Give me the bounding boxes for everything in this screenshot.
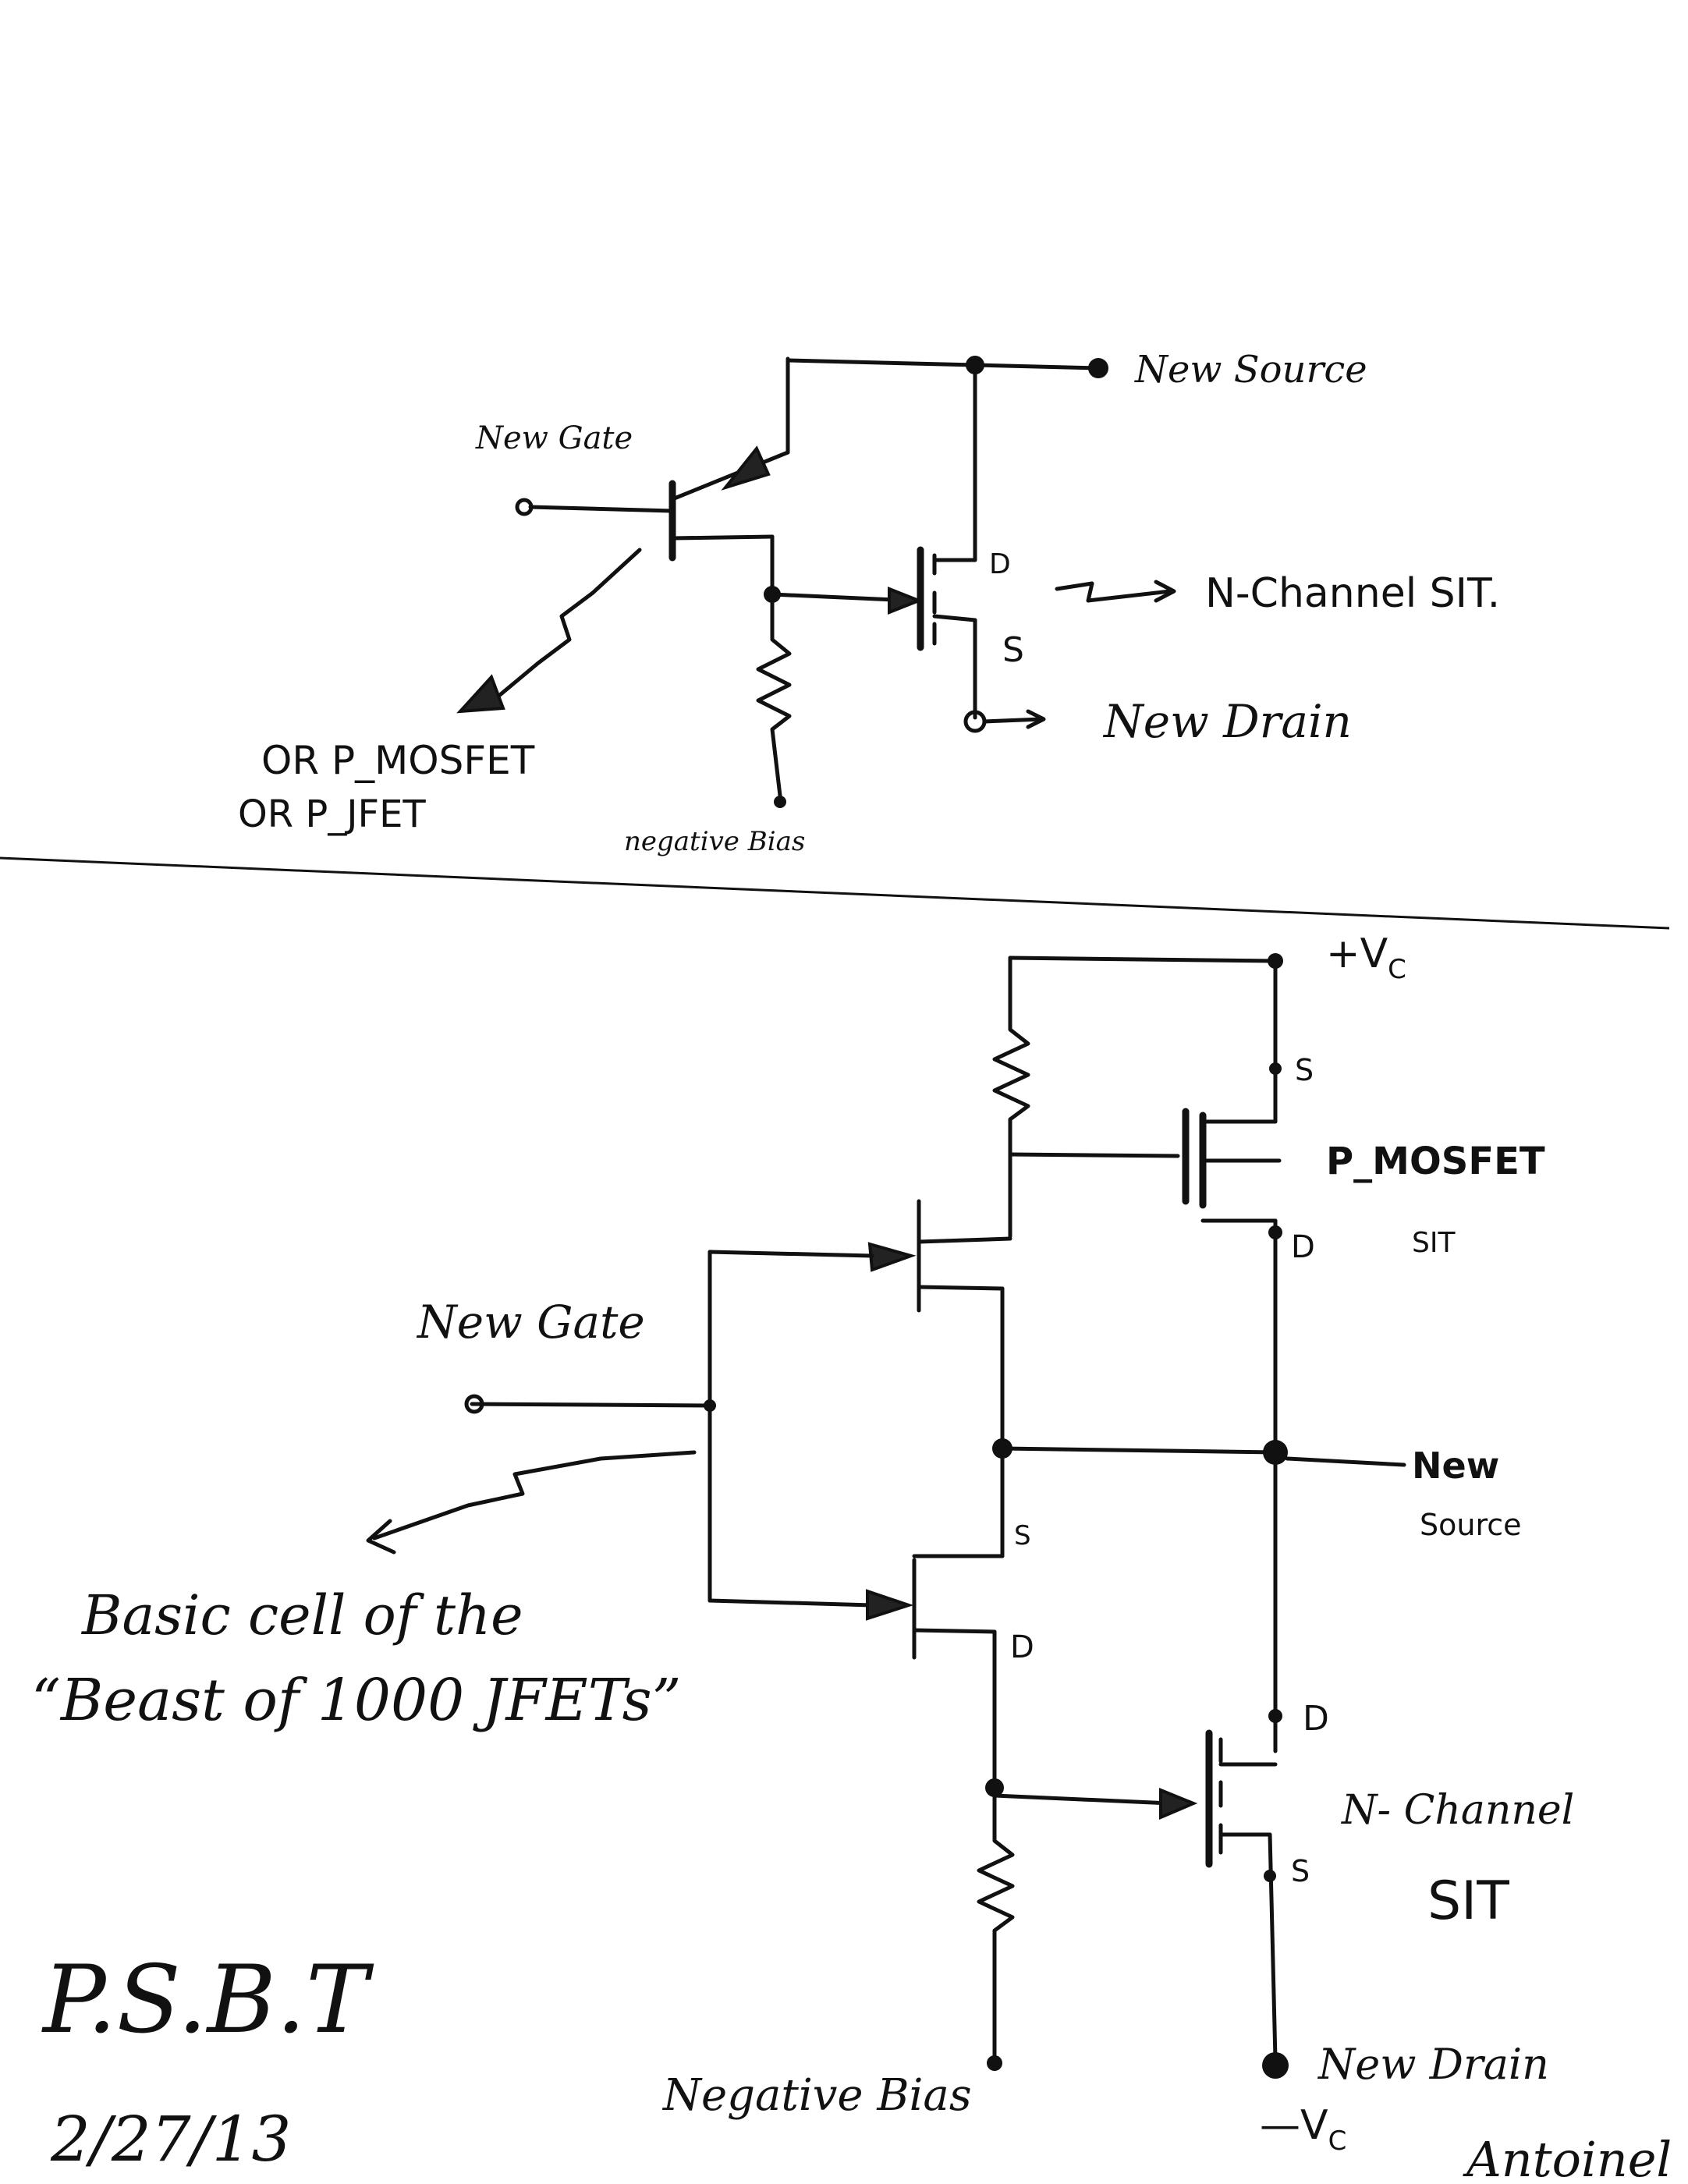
bottom-circuit: +VC S P_MOSFET SIT D New Gate S D New So… bbox=[31, 931, 1574, 2157]
pnp-transistor-symbol bbox=[528, 356, 790, 562]
n-channel-line2: SIT bbox=[1427, 1870, 1509, 1932]
new-source-label-line2: Source bbox=[1420, 1508, 1522, 1542]
sit-source-pin-bottom-label: S bbox=[1291, 1854, 1310, 1888]
caption-line1: Basic cell of the bbox=[80, 1583, 523, 1647]
pmos-drain-pin-label: D bbox=[1291, 1229, 1315, 1265]
upper-resistor bbox=[992, 956, 1030, 1239]
p-mosfet-label: P_MOSFET bbox=[1326, 1140, 1545, 1183]
sit-drain-pin-bottom-label: D bbox=[1303, 1699, 1329, 1739]
new-source-label-line1: New bbox=[1412, 1445, 1499, 1487]
caption-line2: “Beast of 1000 JFETs” bbox=[31, 1667, 681, 1734]
author-signature: Antoinel bbox=[1463, 2131, 1672, 2184]
sit-drain-pin-label: D bbox=[989, 548, 1011, 580]
upper-jfet-source-pin-label: S bbox=[1014, 1520, 1031, 1551]
new-source-label: New Source bbox=[1134, 348, 1367, 392]
sit-source-pin-label: S bbox=[1002, 630, 1024, 670]
footer: P.S.B.T 2/27/13 Antoinel bbox=[41, 1946, 1672, 2184]
bias-resistor bbox=[756, 592, 792, 798]
upper-jfet-symbol bbox=[867, 1199, 1012, 1453]
new-drain-terminal-bottom[interactable] bbox=[1262, 2052, 1289, 2079]
page-divider bbox=[0, 856, 1670, 930]
or-p-jfet-label: OR P_JFET bbox=[238, 792, 426, 836]
n-channel-sit-symbol bbox=[917, 546, 977, 720]
pmos-sit-label: SIT bbox=[1412, 1227, 1456, 1259]
p-mosfet-symbol bbox=[1008, 1066, 1282, 1223]
new-drain-label: New Drain bbox=[1102, 695, 1352, 748]
new-gate-terminal[interactable] bbox=[515, 498, 534, 516]
new-source-terminal[interactable] bbox=[1088, 358, 1108, 378]
top-circuit: New Source New Gate D S N-Channel SIT. N… bbox=[238, 348, 1500, 857]
or-p-mosfet-label: OR P_MOSFET bbox=[261, 738, 535, 783]
sit-drain-dot bbox=[1268, 1709, 1282, 1723]
plus-vc-label: +VC bbox=[1326, 931, 1406, 985]
pmos-source-dot bbox=[1269, 1062, 1282, 1075]
n-channel-line1: N- Channel bbox=[1340, 1787, 1574, 1834]
new-gate-terminal-bottom[interactable] bbox=[464, 1394, 484, 1414]
lower-jfet-drain-pin-label: D bbox=[1010, 1629, 1034, 1665]
pmos-source-pin-label: S bbox=[1295, 1053, 1314, 1087]
date-label: 2/27/13 bbox=[50, 2103, 291, 2175]
n-channel-sit-label: N-Channel SIT. bbox=[1205, 570, 1500, 617]
lower-resistor bbox=[977, 1785, 1015, 2062]
initials-signature: P.S.B.T bbox=[41, 1946, 374, 2055]
negative-bias-terminal-bottom[interactable] bbox=[987, 2055, 1002, 2071]
minus-vc-label: —VC bbox=[1260, 2102, 1346, 2157]
lower-jfet-symbol bbox=[707, 1554, 1005, 1789]
new-source-wire bbox=[785, 358, 1102, 370]
n-channel-sit-bottom-symbol bbox=[1205, 1729, 1278, 2062]
negative-bias-top-label: negative Bias bbox=[624, 826, 805, 857]
new-drain-bottom-label: New Drain bbox=[1317, 2040, 1549, 2089]
new-source-terminal-bottom[interactable] bbox=[1263, 1440, 1288, 1465]
new-gate-label: New Gate bbox=[475, 420, 633, 456]
sit-source-dot bbox=[1264, 1870, 1276, 1882]
negative-bias-terminal[interactable] bbox=[774, 796, 786, 808]
negative-bias-bottom-label: Negative Bias bbox=[661, 2070, 972, 2121]
new-gate-bottom-label: New Gate bbox=[416, 1296, 645, 1349]
alt-device-arrow bbox=[456, 674, 505, 714]
